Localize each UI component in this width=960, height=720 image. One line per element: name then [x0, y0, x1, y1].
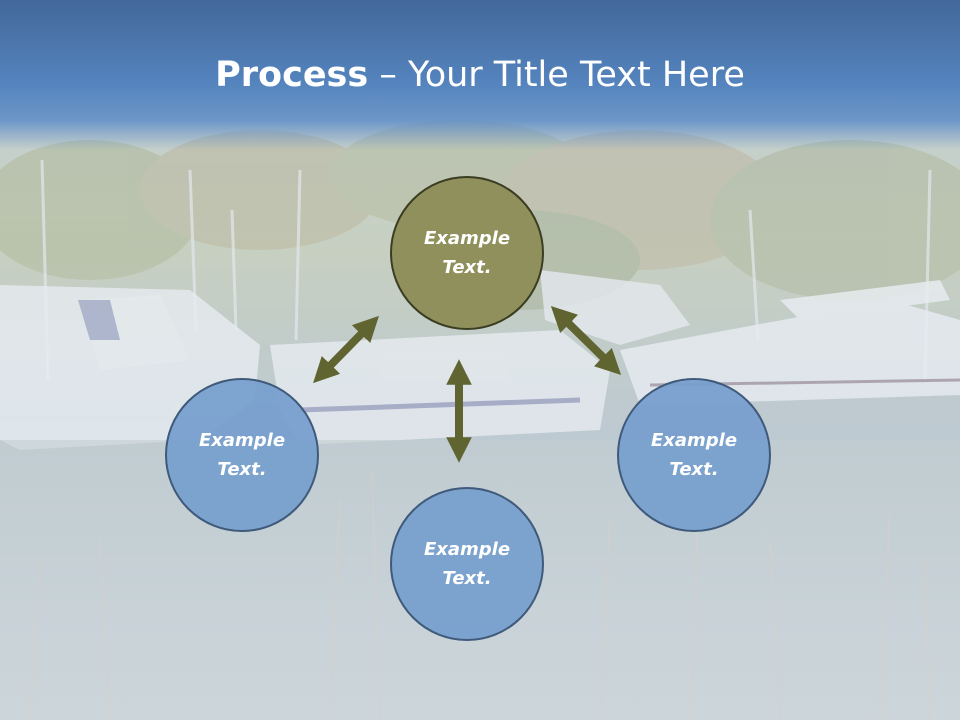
- node-left-line1: Example: [198, 430, 286, 451]
- node-top-line2: Text.: [442, 257, 492, 278]
- slide-title: Process – Your Title Text Here: [0, 52, 960, 98]
- node-right-line2: Text.: [669, 459, 719, 480]
- node-bottom: Example Text.: [390, 487, 544, 641]
- node-left-line2: Text.: [217, 459, 267, 480]
- title-rest: – Your Title Text Here: [368, 55, 745, 95]
- node-bottom-line1: Example: [423, 539, 511, 560]
- node-top-line1: Example: [423, 228, 511, 249]
- title-bold: Process: [215, 55, 369, 95]
- node-bottom-line2: Text.: [442, 568, 492, 589]
- node-right-line1: Example: [650, 430, 738, 451]
- node-top: Example Text.: [390, 176, 544, 330]
- node-left: Example Text.: [165, 378, 319, 532]
- title-band: [0, 0, 960, 150]
- node-right: Example Text.: [617, 378, 771, 532]
